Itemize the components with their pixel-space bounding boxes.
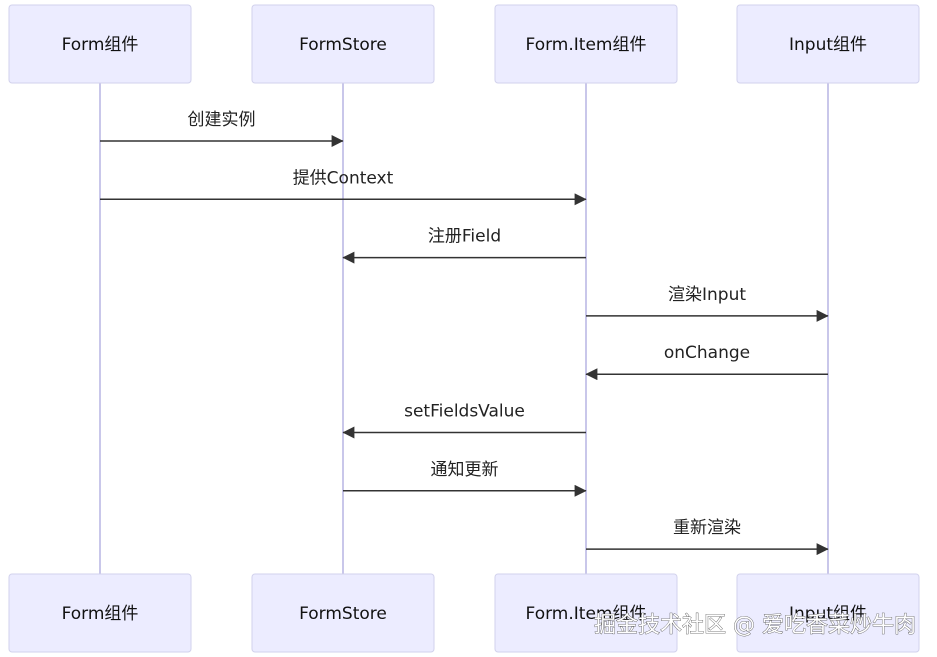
message-label: 注册Field	[428, 227, 501, 247]
participant-box	[251, 4, 435, 84]
message: 重新渲染	[586, 518, 829, 556]
participant-label: Form组件	[62, 604, 139, 624]
message-label: setFieldsValue	[404, 402, 525, 422]
participant-label: Form组件	[62, 35, 139, 55]
message: 注册Field	[342, 227, 586, 264]
participant-box	[736, 573, 920, 653]
message-label: onChange	[664, 343, 750, 363]
message-label: 重新渲染	[673, 518, 741, 538]
participant-box	[494, 4, 678, 84]
participant-top: Form组件	[8, 4, 192, 84]
participant-label: Form.Item组件	[526, 604, 647, 624]
message-label: 提供Context	[293, 168, 394, 188]
participant-label: FormStore	[299, 35, 387, 55]
participant-bottom: FormStore	[251, 573, 435, 653]
message-label: 创建实例	[188, 110, 256, 130]
message: onChange	[585, 343, 828, 381]
participant-top: FormStore	[251, 4, 435, 84]
watermark: 掘金技术社区 @ 爱吃香菜炒牛肉	[594, 613, 916, 638]
message: 通知更新	[343, 460, 587, 497]
message: 创建实例	[100, 110, 344, 147]
participant-label: FormStore	[299, 604, 387, 624]
participant-bottom: Input组件	[736, 573, 920, 653]
participant-top: Input组件	[736, 4, 920, 84]
message: setFieldsValue	[342, 402, 586, 439]
participant-label: Form.Item组件	[526, 35, 647, 55]
participant-box	[8, 4, 192, 84]
participant-bottom: Form组件	[8, 573, 192, 653]
message-label: 渲染Input	[668, 285, 746, 305]
participant-box	[736, 4, 920, 84]
participant-top: Form.Item组件	[494, 4, 678, 84]
participant-box	[494, 573, 678, 653]
message-label: 通知更新	[431, 460, 499, 480]
participant-label: Input组件	[789, 604, 867, 624]
participant-box	[251, 573, 435, 653]
message: 提供Context	[100, 168, 587, 206]
participant-label: Input组件	[789, 35, 867, 55]
participant-box	[8, 573, 192, 653]
participant-bottom: Form.Item组件	[494, 573, 678, 653]
message: 渲染Input	[586, 285, 829, 322]
